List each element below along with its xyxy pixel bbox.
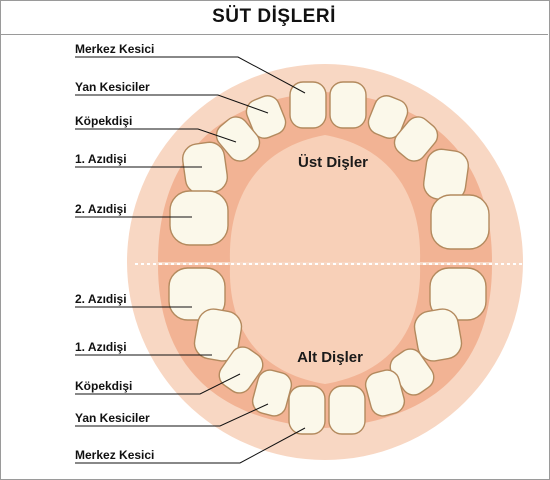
leader-lower-central-incisor: [75, 427, 306, 464]
label-upper-canine: Köpekdişi: [75, 114, 132, 128]
teeth: [168, 81, 490, 435]
upper-lateral-incisor-left: [367, 95, 409, 139]
leader-lines: [75, 56, 306, 464]
label-upper-central-incisor: Merkez Kesici: [75, 42, 154, 56]
lower-central-incisor-right: [288, 385, 326, 435]
leader-upper-central-incisor: [75, 56, 306, 94]
diagram-title: SÜT DİŞLERİ: [212, 6, 336, 27]
upper-central-incisor-right: [289, 81, 327, 129]
leader-lower-lateral-incisors: [75, 403, 269, 427]
label-upper-first-molar: 1. Azıdişi: [75, 152, 127, 166]
label-lower-lateral-incisors: Yan Kesiciler: [75, 411, 150, 425]
upper-second-molar-right: [169, 190, 229, 246]
label-lower-first-molar: 1. Azıdişi: [75, 340, 127, 354]
upper-central-incisor-left: [329, 81, 367, 129]
lower-lateral-incisor-left: [364, 369, 406, 417]
upper-second-molar-left: [430, 194, 490, 250]
label-lower-canine: Köpekdişi: [75, 379, 132, 393]
lower-jaw-label: Alt Dişler: [297, 349, 363, 366]
label-lower-central-incisor: Merkez Kesici: [75, 448, 154, 462]
upper-canine-left: [393, 116, 439, 162]
leader-lower-canine: [75, 373, 241, 395]
upper-lateral-incisor-right: [245, 95, 287, 139]
lower-first-molar-right: [193, 308, 243, 362]
upper-palate: [229, 135, 421, 262]
lower-central-incisor-left: [328, 385, 366, 435]
upper-first-molar-right: [181, 141, 229, 195]
upper-canine-right: [215, 116, 261, 162]
lower-palate: [229, 265, 421, 384]
title-bar: SÜT DİŞLERİ: [0, 0, 548, 35]
lower-first-molar-left: [413, 308, 463, 362]
lower-canine-right: [218, 346, 264, 394]
label-lower-second-molar: 2. Azıdişi: [75, 292, 127, 306]
leader-upper-lateral-incisors: [75, 94, 269, 114]
label-upper-lateral-incisors: Yan Kesiciler: [75, 80, 150, 94]
label-upper-second-molar: 2. Azıdişi: [75, 202, 127, 216]
leader-upper-canine: [75, 128, 237, 143]
upper-jaw-label: Üst Dişler: [298, 154, 368, 171]
